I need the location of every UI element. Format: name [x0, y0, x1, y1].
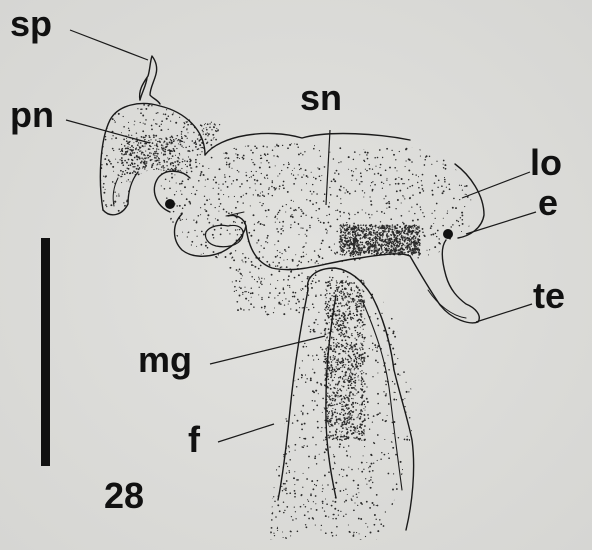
right-eye: [443, 229, 453, 239]
proboscis-tip: [103, 172, 138, 215]
siphon-outline: [140, 56, 160, 104]
label-te: te: [533, 278, 565, 314]
figure-number: 28: [104, 478, 144, 514]
label-f: f: [188, 422, 200, 458]
stipple-loose: [179, 119, 320, 315]
leader-sn: [326, 130, 330, 205]
right-lobe-outline: [455, 164, 484, 238]
head-outline: [205, 133, 410, 155]
scale-bar: [41, 238, 50, 466]
leader-f: [218, 424, 274, 442]
leader-mg: [210, 336, 325, 364]
label-pn: pn: [10, 97, 54, 133]
label-mg: mg: [138, 342, 192, 378]
leader-lo: [462, 172, 530, 198]
leader-te: [476, 304, 532, 322]
label-e: e: [538, 185, 558, 221]
leader-sp: [70, 30, 148, 60]
head-lower-edge: [246, 226, 410, 270]
left-lower-lobe: [175, 214, 247, 256]
right-tentacle-outline: [410, 240, 479, 323]
label-lo: lo: [530, 145, 562, 181]
leader-e: [466, 212, 536, 234]
label-sp: sp: [10, 6, 52, 42]
label-sn: sn: [300, 80, 342, 116]
mantle-opening: [205, 225, 243, 246]
left-eye: [165, 199, 175, 209]
